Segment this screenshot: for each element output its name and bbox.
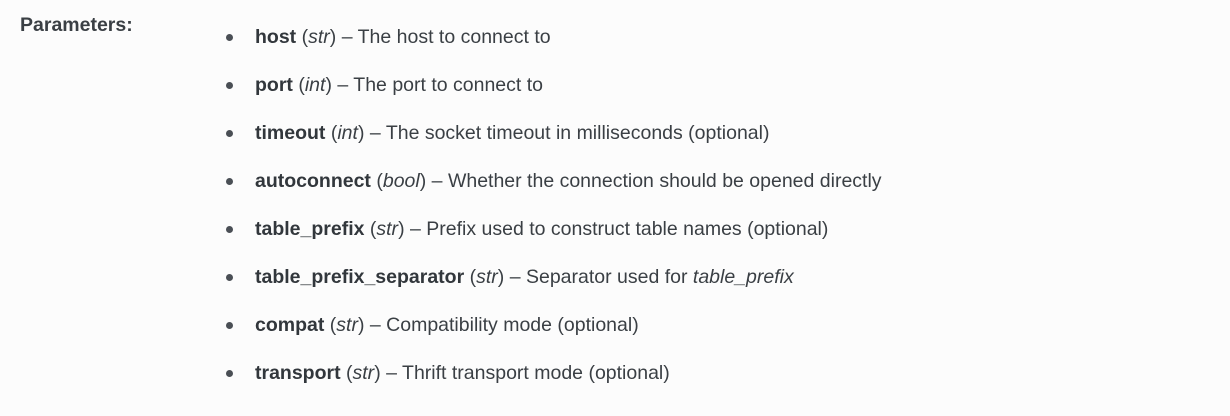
bullet-icon [226,226,233,233]
parameter-name: autoconnect [255,170,371,192]
parameter-separator-dash: – [341,26,353,48]
parameter-item: timeout (int) – The socket timeout in mi… [222,109,1230,157]
parameter-type: (int) [298,74,332,96]
parameter-type-text: str [376,218,399,240]
parameter-name: table_prefix_separator [255,266,465,288]
parameter-type-text: str [352,362,375,384]
parameter-item: host (str) – The host to connect to [222,13,1230,61]
bullet-icon [226,370,233,377]
parameter-type-text: str [336,314,358,336]
parameter-type-text: int [337,122,358,144]
parameter-separator-dash: – [369,314,381,336]
parameter-type-text: str [308,26,330,48]
parameter-type: (str) [301,26,337,48]
parameter-separator-dash: – [431,170,443,192]
parameter-separator-dash: – [409,218,421,240]
parameter-type-text: int [304,74,326,96]
parameter-item: port (int) – The port to connect to [222,61,1230,109]
parameter-item: compat (str) – Compatibility mode (optio… [222,301,1230,349]
parameter-separator-dash: – [509,266,521,288]
parameter-name: table_prefix [255,218,365,240]
bullet-icon [226,34,233,41]
parameter-separator-dash: – [386,362,397,384]
parameter-separator-dash: – [369,122,381,144]
parameter-description: The host to connect to [357,26,551,48]
bullet-icon [226,82,233,89]
parameter-type: (bool) [376,170,427,192]
field-label-parameters: Parameters: [20,14,133,36]
parameter-type-text: bool [382,170,420,192]
parameter-item: table_prefix_separator (str) – Separator… [222,253,1230,301]
parameter-type: (str) [469,266,505,288]
parameter-item: autoconnect (bool) – Whether the connect… [222,157,1230,205]
parameter-description: Separator used for table_prefix [525,266,794,288]
parameter-separator-dash: – [337,74,349,96]
parameter-name: transport [255,362,341,384]
parameter-name: timeout [255,122,326,144]
parameter-type: (str) [369,218,405,240]
bullet-icon [226,178,233,185]
parameter-description: The socket timeout in milliseconds (opti… [385,122,770,144]
parameter-name: compat [255,314,325,336]
bullet-icon [226,274,233,281]
parameter-description: Compatibility mode (optional) [386,314,639,336]
parameter-description: Thrift transport mode (optional) [402,362,670,384]
parameter-type: (str) [329,314,365,336]
parameters-field: Parameters: host (str) – The host to con… [20,13,1230,397]
parameter-name: host [255,26,297,48]
parameter-description-emphasis: table_prefix [692,266,794,288]
parameter-description: The port to connect to [353,74,543,96]
parameter-item: table_prefix (str) – Prefix used to cons… [222,205,1230,253]
parameter-type: (str) [346,362,381,384]
parameter-type: (int) [330,122,365,144]
parameter-name: port [255,74,293,96]
parameter-description: Prefix used to construct table names (op… [426,218,829,240]
bullet-icon [226,322,233,329]
parameter-type-text: str [476,266,498,288]
parameter-item: transport (str) – Thrift transport mode … [222,349,1230,397]
bullet-icon [226,130,233,137]
parameter-description: Whether the connection should be opened … [447,170,882,192]
